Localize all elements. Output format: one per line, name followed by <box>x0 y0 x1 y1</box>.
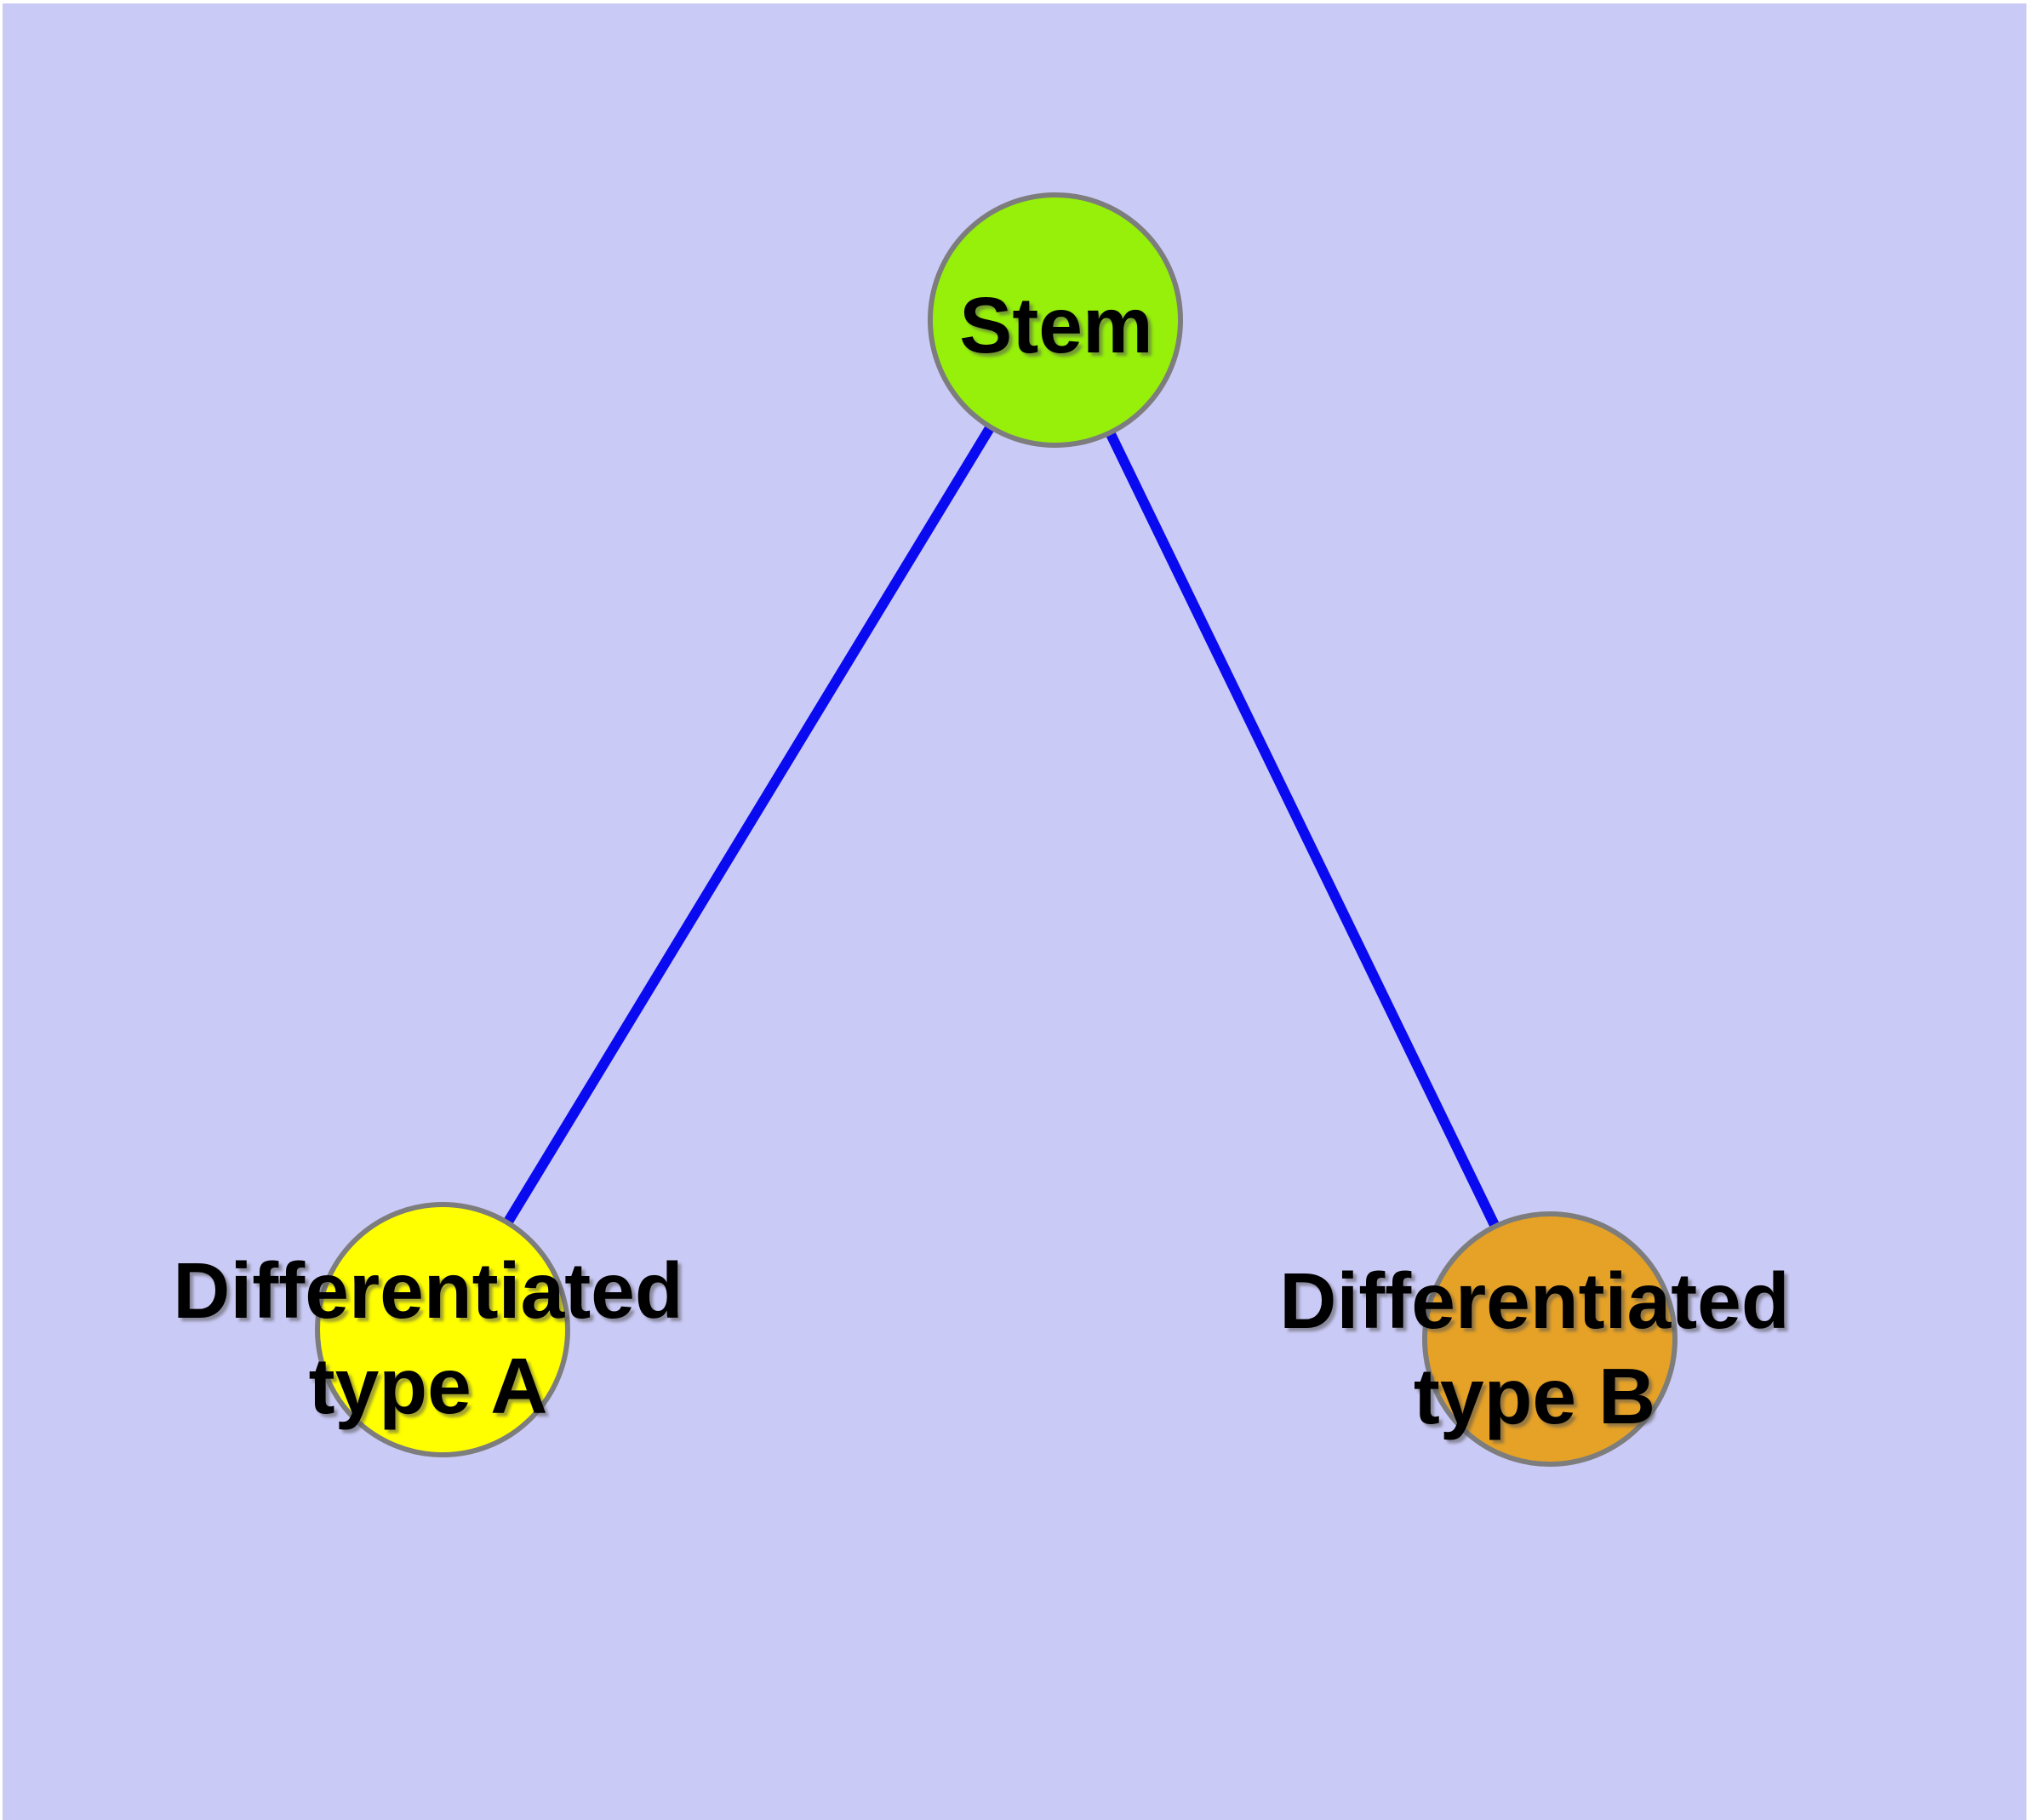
node-label-line: Differentiated <box>1279 1256 1790 1345</box>
node-circle-differentiated-type-b[interactable] <box>1422 1211 1677 1467</box>
node-label-stem: Stem <box>959 278 1152 373</box>
node-circle-stem[interactable] <box>928 192 1183 448</box>
edge-stem-to-differentiated-type-a <box>437 317 1060 1333</box>
edge-stem-to-differentiated-type-b <box>1050 318 1555 1342</box>
node-label-line: Differentiated <box>173 1246 683 1335</box>
graph-svg <box>315 192 1677 1467</box>
node-label-line: type A <box>308 1342 548 1430</box>
node-label-line: type B <box>1413 1352 1656 1440</box>
node-circle-differentiated-type-a[interactable] <box>315 1202 570 1457</box>
node-label-line: Stem <box>959 281 1153 369</box>
